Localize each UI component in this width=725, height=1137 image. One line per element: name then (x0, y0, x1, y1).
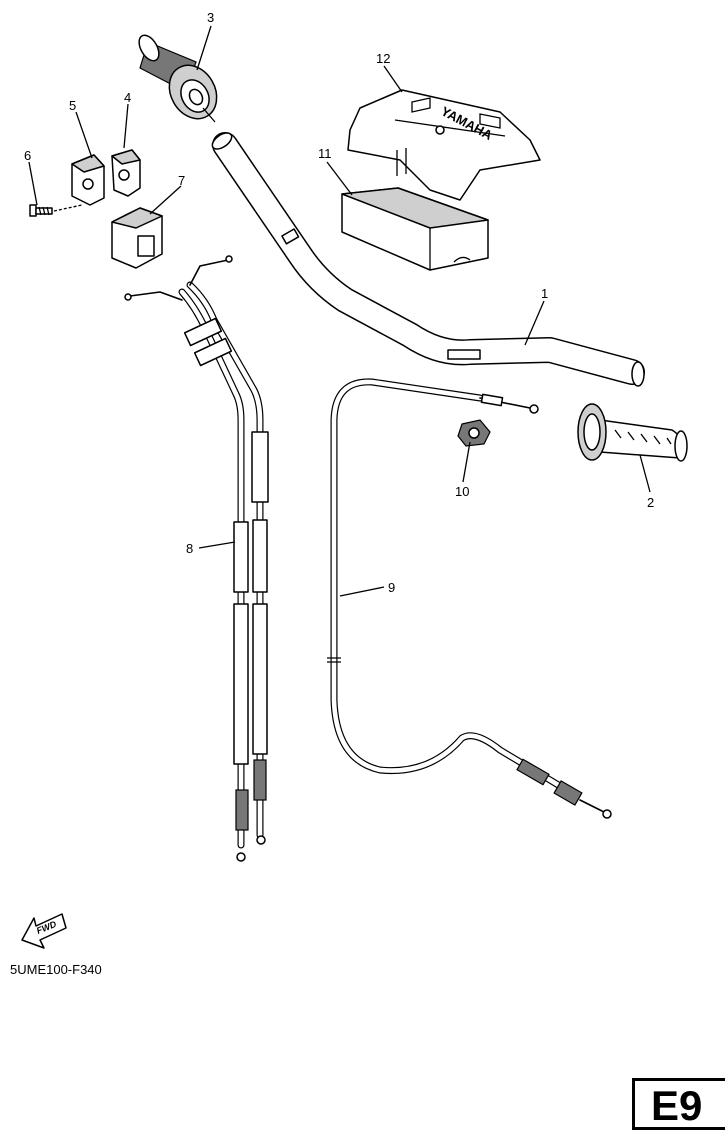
cover-part-12: YAMAHA (347, 89, 541, 201)
holder-part-4 (111, 149, 141, 197)
leader-lines (28, 25, 651, 597)
left-grip-part-2 (577, 403, 688, 462)
callout-12: 12 (376, 51, 390, 66)
throttle-grip-part-3 (138, 34, 218, 123)
callout-3: 3 (207, 10, 214, 25)
callout-1: 1 (541, 286, 548, 301)
pad-part-11 (341, 187, 489, 271)
throttle-cables-part-8 (124, 255, 269, 862)
page-code: E9 (651, 1082, 703, 1129)
callout-9: 9 (388, 580, 395, 595)
holder-part-5 (71, 154, 105, 206)
callout-7: 7 (178, 173, 185, 188)
clutch-cable-part-9 (327, 378, 612, 819)
adjuster-part-10 (457, 419, 491, 447)
fwd-arrow-icon: FWD (21, 913, 67, 949)
callout-10: 10 (455, 484, 469, 499)
page-code-box: E9 (632, 1078, 725, 1130)
screw-part-6 (29, 204, 83, 217)
callout-8: 8 (186, 541, 193, 556)
callout-6: 6 (24, 148, 31, 163)
handlebar-part-1 (211, 132, 645, 387)
callout-labels: 1 2 3 4 5 6 7 8 9 10 11 12 (24, 10, 654, 595)
housing-part-7 (111, 207, 163, 269)
callout-5: 5 (69, 98, 76, 113)
callout-11: 11 (318, 146, 332, 161)
callout-4: 4 (124, 90, 131, 105)
figure-reference-code: 5UME100-F340 (10, 962, 102, 977)
callout-2: 2 (647, 495, 654, 510)
